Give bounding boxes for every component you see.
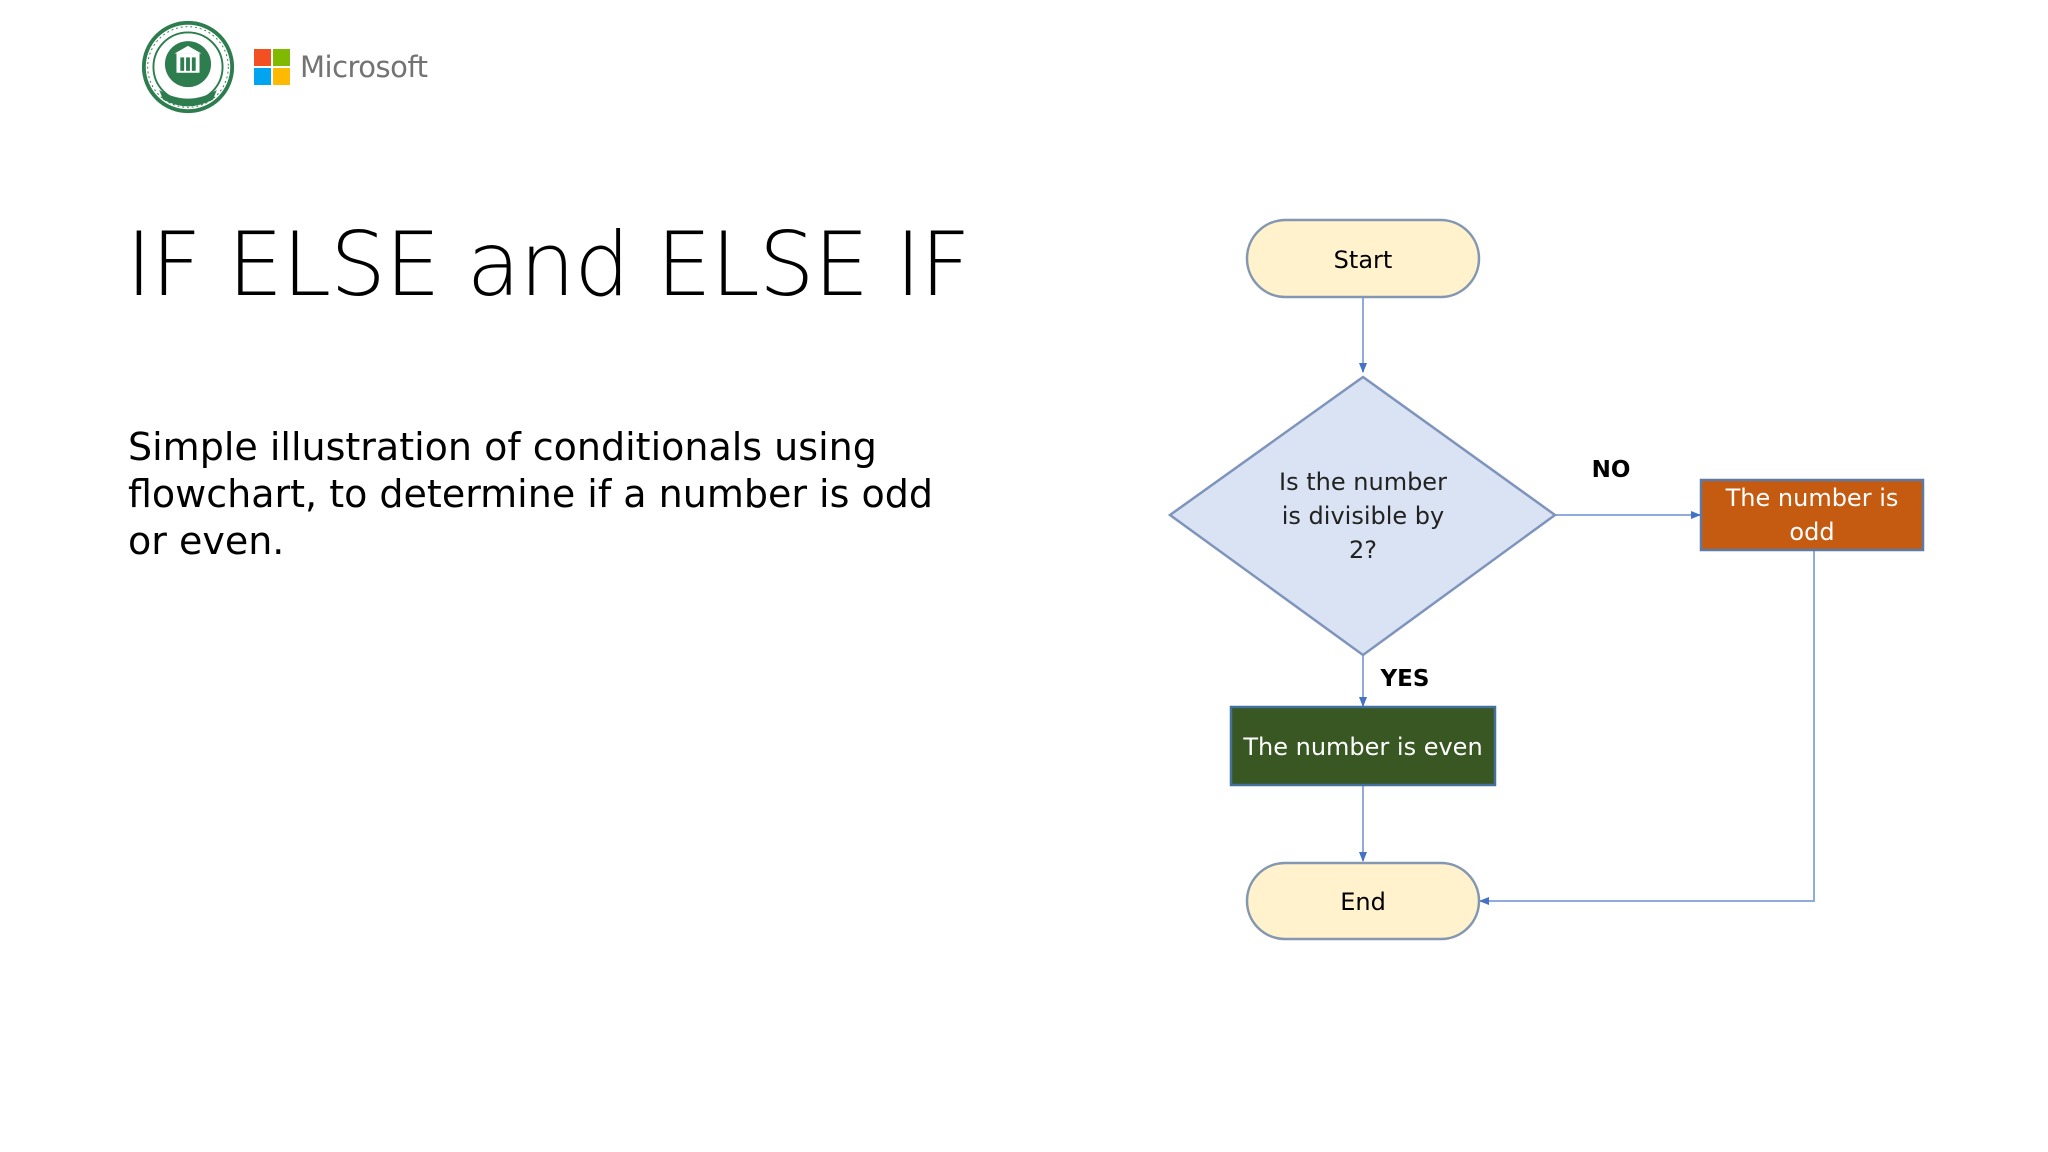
end-node-label: End [1340, 888, 1386, 916]
yes-branch-label: YES [1380, 666, 1430, 692]
end-node: End [1245, 861, 1481, 941]
cbse-seal-logo [141, 20, 235, 114]
microsoft-windows-icon [254, 49, 290, 85]
decision-node-line-2: is divisible by [1282, 502, 1444, 530]
odd-result-line-1: The number is [1725, 484, 1899, 512]
microsoft-logo: Microsoft [254, 49, 428, 85]
connector-odd-to-end [1479, 550, 1815, 905]
microsoft-wordmark: Microsoft [300, 50, 428, 84]
odd-result-node: The number is odd [1699, 478, 1925, 552]
ms-square-yellow [273, 68, 290, 85]
slide-body-text: Simple illustration of conditionals usin… [128, 425, 933, 563]
start-node: Start [1245, 218, 1481, 299]
even-result-label: The number is even [1242, 733, 1482, 761]
odd-result-line-2: odd [1789, 518, 1834, 546]
header-logos: Microsoft [140, 20, 428, 114]
ms-square-blue [254, 68, 271, 85]
decision-node: Is the number is divisible by 2? [1167, 375, 1558, 657]
start-node-label: Start [1334, 246, 1393, 274]
decision-node-line-1: Is the number [1279, 468, 1447, 496]
even-result-node: The number is even [1229, 705, 1497, 787]
ms-square-red [254, 49, 271, 66]
no-branch-label: NO [1592, 457, 1631, 483]
slide-title: IF ELSE and ELSE IF [126, 213, 971, 316]
decision-node-line-3: 2? [1349, 536, 1377, 564]
ms-square-green [273, 49, 290, 66]
